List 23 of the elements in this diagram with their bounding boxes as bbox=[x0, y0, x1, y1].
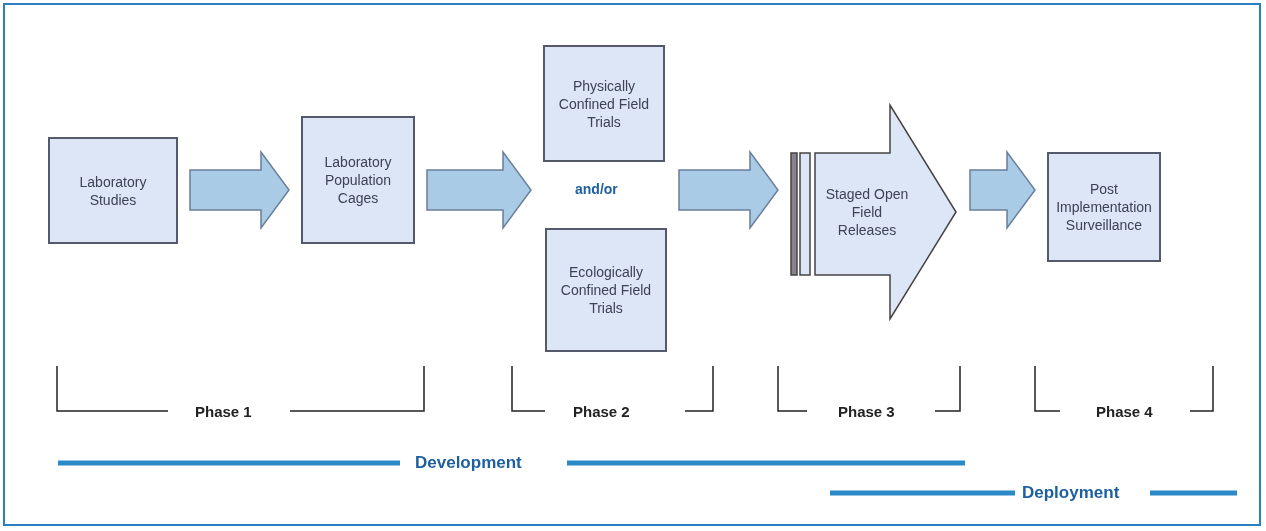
phase-label: Phase 3 bbox=[838, 403, 895, 420]
process-box bbox=[543, 45, 665, 162]
box-label: Ecologically Confined Field Trials bbox=[559, 263, 653, 317]
phase-label: Phase 2 bbox=[573, 403, 630, 420]
process-box bbox=[545, 228, 667, 352]
arrow-shaped-box bbox=[790, 103, 958, 321]
box-label: Physically Confined Field Trials bbox=[557, 76, 651, 131]
box-label: Staged Open Field Releases bbox=[824, 185, 910, 239]
box-label: Laboratory Studies bbox=[78, 172, 148, 209]
block-arrow bbox=[678, 149, 779, 231]
phase-label: Phase 4 bbox=[1096, 403, 1153, 420]
block-arrow bbox=[189, 149, 290, 231]
process-box bbox=[48, 137, 178, 244]
box-label: Laboratory Population Cages bbox=[323, 153, 393, 207]
stage-label: Development bbox=[415, 453, 522, 473]
block-arrow bbox=[969, 149, 1036, 231]
stage-label: Deployment bbox=[1022, 483, 1120, 503]
process-box bbox=[301, 116, 415, 244]
box-label: Post Implementation Surveillance bbox=[1055, 180, 1153, 234]
block-arrow bbox=[426, 149, 532, 231]
phase-label: Phase 1 bbox=[195, 403, 252, 420]
connector-word: and/or bbox=[575, 181, 618, 197]
process-box bbox=[1047, 152, 1161, 262]
